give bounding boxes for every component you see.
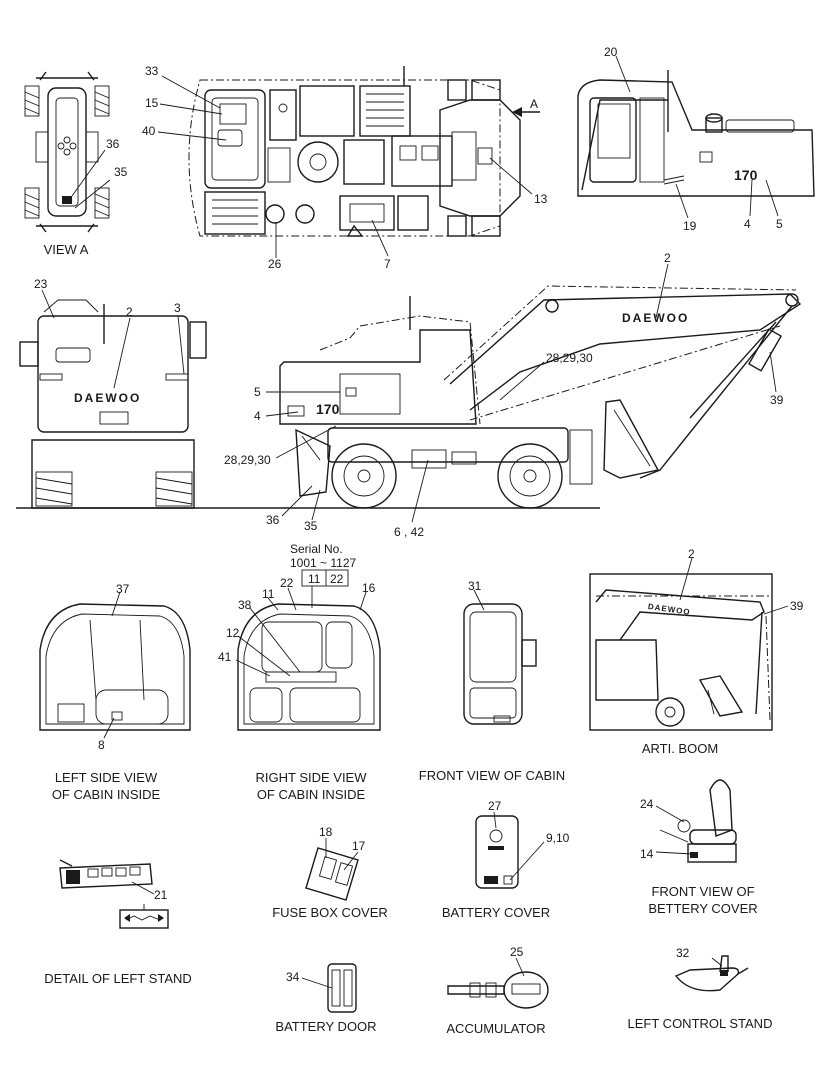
left-cabin-inside-drawing [39,603,191,731]
left-stand-detail-drawing [59,859,169,929]
callout-37: 37 [116,582,130,596]
caption-battery-cover: BATTERY COVER [442,905,550,920]
serial-box-22: 22 [330,572,344,586]
callout-4-side: 4 [254,409,261,423]
caption-fuse-box: FUSE BOX COVER [272,905,388,920]
top-plan-view-drawing [188,66,540,237]
callout-23: 23 [34,277,48,291]
caption-view-a: VIEW A [44,242,89,257]
callout-20: 20 [604,45,618,59]
rear-view-drawing [16,299,600,509]
serial-title: Serial No. [290,542,343,556]
callout-13: 13 [534,192,548,206]
caption-right-cabin-2: OF CABIN INSIDE [257,787,366,802]
view-arrow-label-a: A [530,97,538,111]
callout-24: 24 [640,797,654,811]
callout-35: 35 [114,165,128,179]
view-a-drawing [24,71,110,233]
battery-cover-drawing [475,815,519,889]
callout-26: 26 [268,257,282,271]
callout-35-side: 35 [304,519,318,533]
callout-9-10: 9,10 [546,831,570,845]
callout-16: 16 [362,581,376,595]
callout-40: 40 [142,124,156,138]
callout-38: 38 [238,598,252,612]
full-machine-side-view-drawing: 170 DAEWOO [279,285,802,509]
callout-36-side: 36 [266,513,280,527]
callout-27: 27 [488,799,502,813]
left-control-stand-drawing [674,955,749,992]
arti-boom-drawing: DAEWOO [589,573,773,731]
rear-brand-decal: DAEWOO [74,391,141,405]
callout-31: 31 [468,579,482,593]
caption-left-cabin-2: OF CABIN INSIDE [52,787,161,802]
seat-battery-cover-drawing [659,779,737,863]
callout-5-side: 5 [254,385,261,399]
callout-28-29-30-frame: 28,29,30 [224,453,271,467]
callout-19: 19 [683,219,697,233]
callout-39-side: 39 [770,393,784,407]
callout-2-arti: 2 [688,547,695,561]
caption-front-cabin: FRONT VIEW OF CABIN [419,768,565,783]
callout-33: 33 [145,64,159,78]
caption-right-cabin-1: RIGHT SIDE VIEW [256,770,368,785]
callout-32: 32 [676,946,690,960]
serial-box [301,569,349,587]
callout-41: 41 [218,650,232,664]
model-decal-170: 170 [734,167,758,183]
front-cabin-drawing [463,603,537,725]
upper-structure-side-view-drawing: 170 [577,70,815,197]
caption-battery-door: BATTERY DOOR [275,1019,376,1034]
callout-6-42: 6 , 42 [394,525,424,539]
callout-3: 3 [174,301,181,315]
battery-door-drawing [327,963,357,1013]
callout-14: 14 [640,847,654,861]
boom-brand-decal: DAEWOO [622,311,689,325]
fuse-box-cover-drawing [305,847,359,901]
callout-7: 7 [384,257,391,271]
callout-17: 17 [352,839,366,853]
callout-21: 21 [154,888,168,902]
serial-box-11: 11 [308,572,321,586]
side-model-decal-170: 170 [316,401,340,417]
callout-36: 36 [106,137,120,151]
caption-front-battery-2: BETTERY COVER [648,901,757,916]
callout-12: 12 [226,626,240,640]
accumulator-drawing [447,971,549,1009]
callout-2-side: 2 [664,251,671,265]
callout-18: 18 [319,825,333,839]
caption-left-stand-detail: DETAIL OF LEFT STAND [44,971,192,986]
callout-4: 4 [744,217,751,231]
caption-left-cabin-1: LEFT SIDE VIEW [55,770,158,785]
callout-22: 22 [280,576,294,590]
callout-39-arti: 39 [790,599,804,613]
caption-left-control-stand: LEFT CONTROL STAND [628,1016,773,1031]
callout-2-rear: 2 [126,305,133,319]
callout-8: 8 [98,738,105,752]
callout-5: 5 [776,217,783,231]
callout-25: 25 [510,945,524,959]
caption-accumulator: ACCUMULATOR [446,1021,545,1036]
serial-range: 1001 ~ 1127 [290,556,357,570]
callout-34: 34 [286,970,300,984]
callout-28-29-30-boom: 28,29,30 [546,351,593,365]
caption-front-battery-1: FRONT VIEW OF [651,884,754,899]
right-cabin-inside-drawing [237,603,381,731]
callout-11: 11 [262,587,275,601]
callout-15: 15 [145,96,159,110]
caption-arti-boom: ARTI. BOOM [642,741,718,756]
